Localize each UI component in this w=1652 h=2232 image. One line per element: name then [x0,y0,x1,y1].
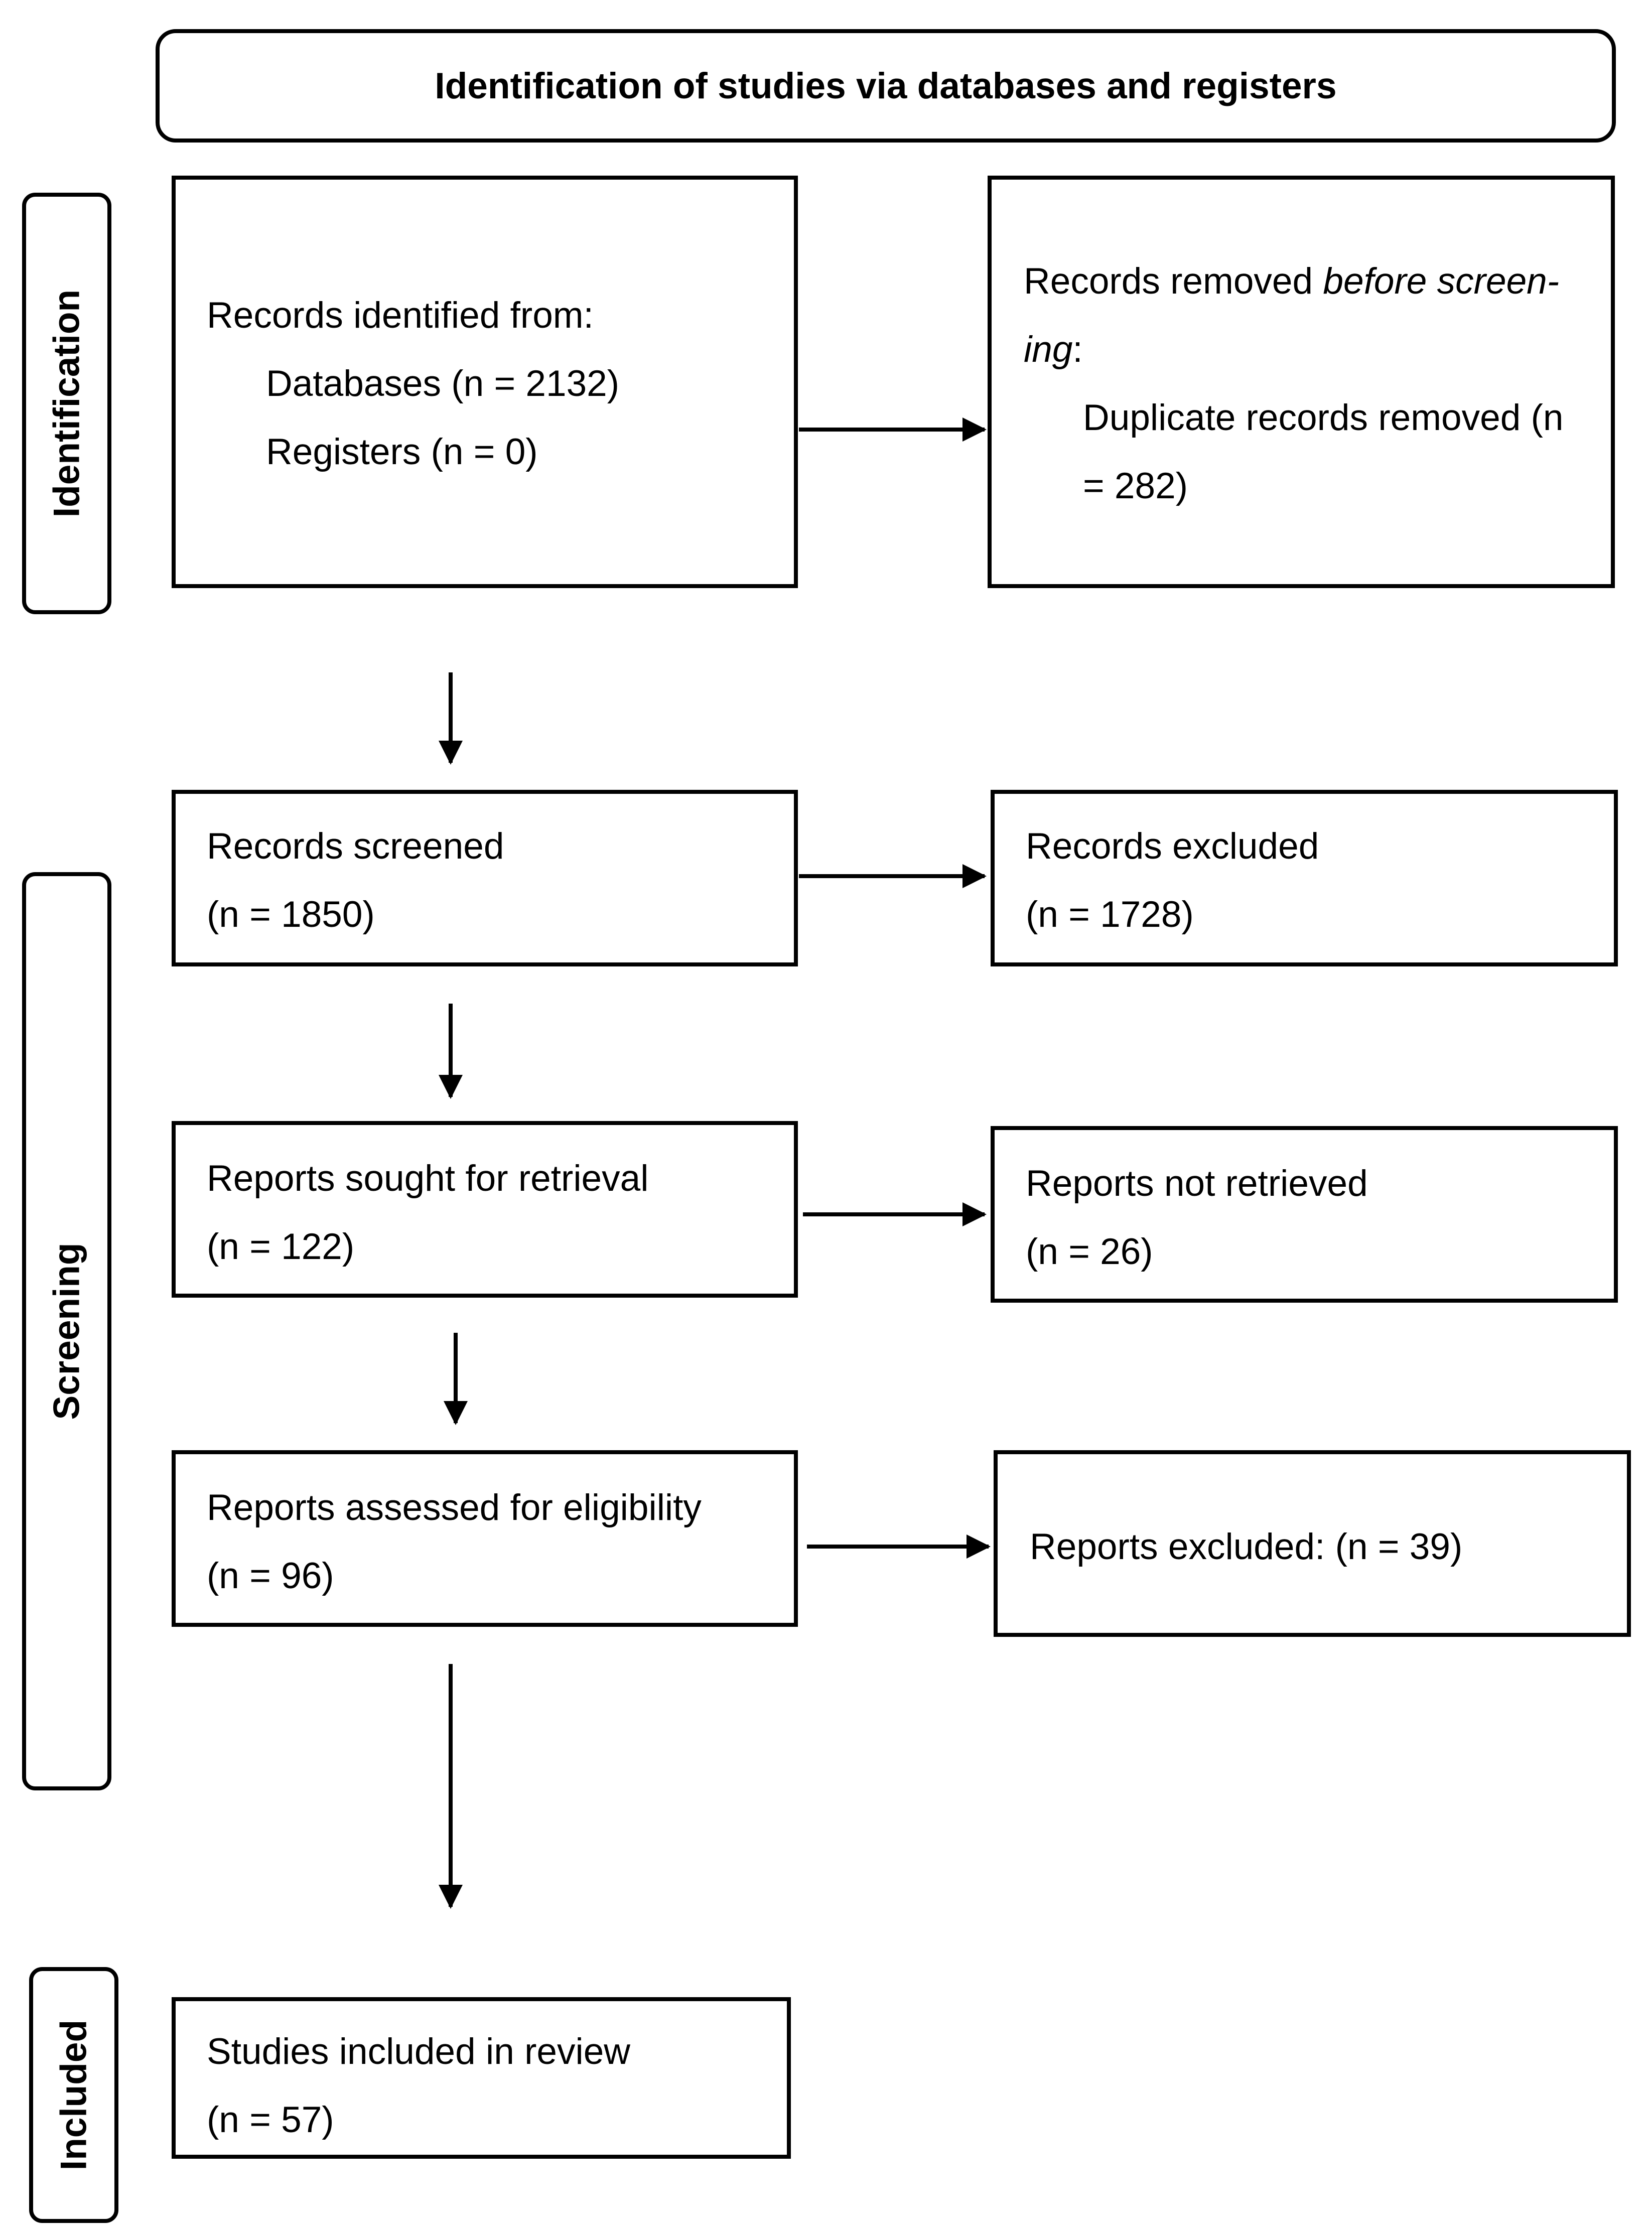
records-screened-label: Records screened [207,826,504,867]
records-removed-line1-italic: before screen- [1323,261,1560,302]
reports-not-retrieved-box [991,1126,1618,1303]
reports-assessed-box [172,1450,798,1627]
records-removed-line2: ing: [1024,331,1083,368]
records-removed-line1-prefix: Records removed [1024,261,1323,302]
phase-screening: Screening [22,872,111,1790]
reports-assessed-count: (n = 96) [207,1556,334,1596]
records-removed-line2-italic: ing [1024,329,1073,370]
records-removed-box [988,176,1615,588]
reports-sought-box [172,1121,798,1298]
records-screened-box [172,790,798,966]
reports-sought-label: Reports sought for retrieval [207,1158,649,1199]
records-removed-line2-suffix: : [1072,329,1083,370]
header-box: Identification of studies via databases … [156,29,1616,143]
records-identified-box [172,176,798,588]
reports-assessed-label: Reports assessed for eligibility [207,1487,702,1528]
records-excluded-count: (n = 1728) [1026,894,1194,935]
reports-not-retrieved-label: Reports not retrieved [1026,1163,1368,1204]
records-removed-line1: Records removed before screen- [1024,263,1559,300]
records-identified-registers: Registers (n = 0) [266,432,538,472]
phase-identification: Identification [22,193,111,614]
studies-included-label: Studies included in review [207,2031,631,2072]
studies-included-count: (n = 57) [207,2100,334,2140]
reports-not-retrieved-count: (n = 26) [1026,1231,1153,1272]
header-title: Identification of studies via databases … [435,65,1337,106]
records-excluded-label: Records excluded [1026,826,1319,867]
records-removed-line3: Duplicate records removed (n [1083,397,1564,438]
records-screened-count: (n = 1850) [207,894,375,935]
records-identified-databases: Databases (n = 2132) [266,363,620,404]
phase-included: Included [29,1967,118,2223]
records-removed-line4: = 282) [1083,466,1188,506]
records-identified-heading: Records identified from: [207,295,594,336]
studies-included-box [172,1997,791,2159]
records-excluded-box [991,790,1618,966]
reports-excluded-label: Reports excluded: (n = 39) [1030,1526,1463,1567]
reports-sought-count: (n = 122) [207,1226,355,1267]
reports-excluded-box [994,1450,1631,1637]
